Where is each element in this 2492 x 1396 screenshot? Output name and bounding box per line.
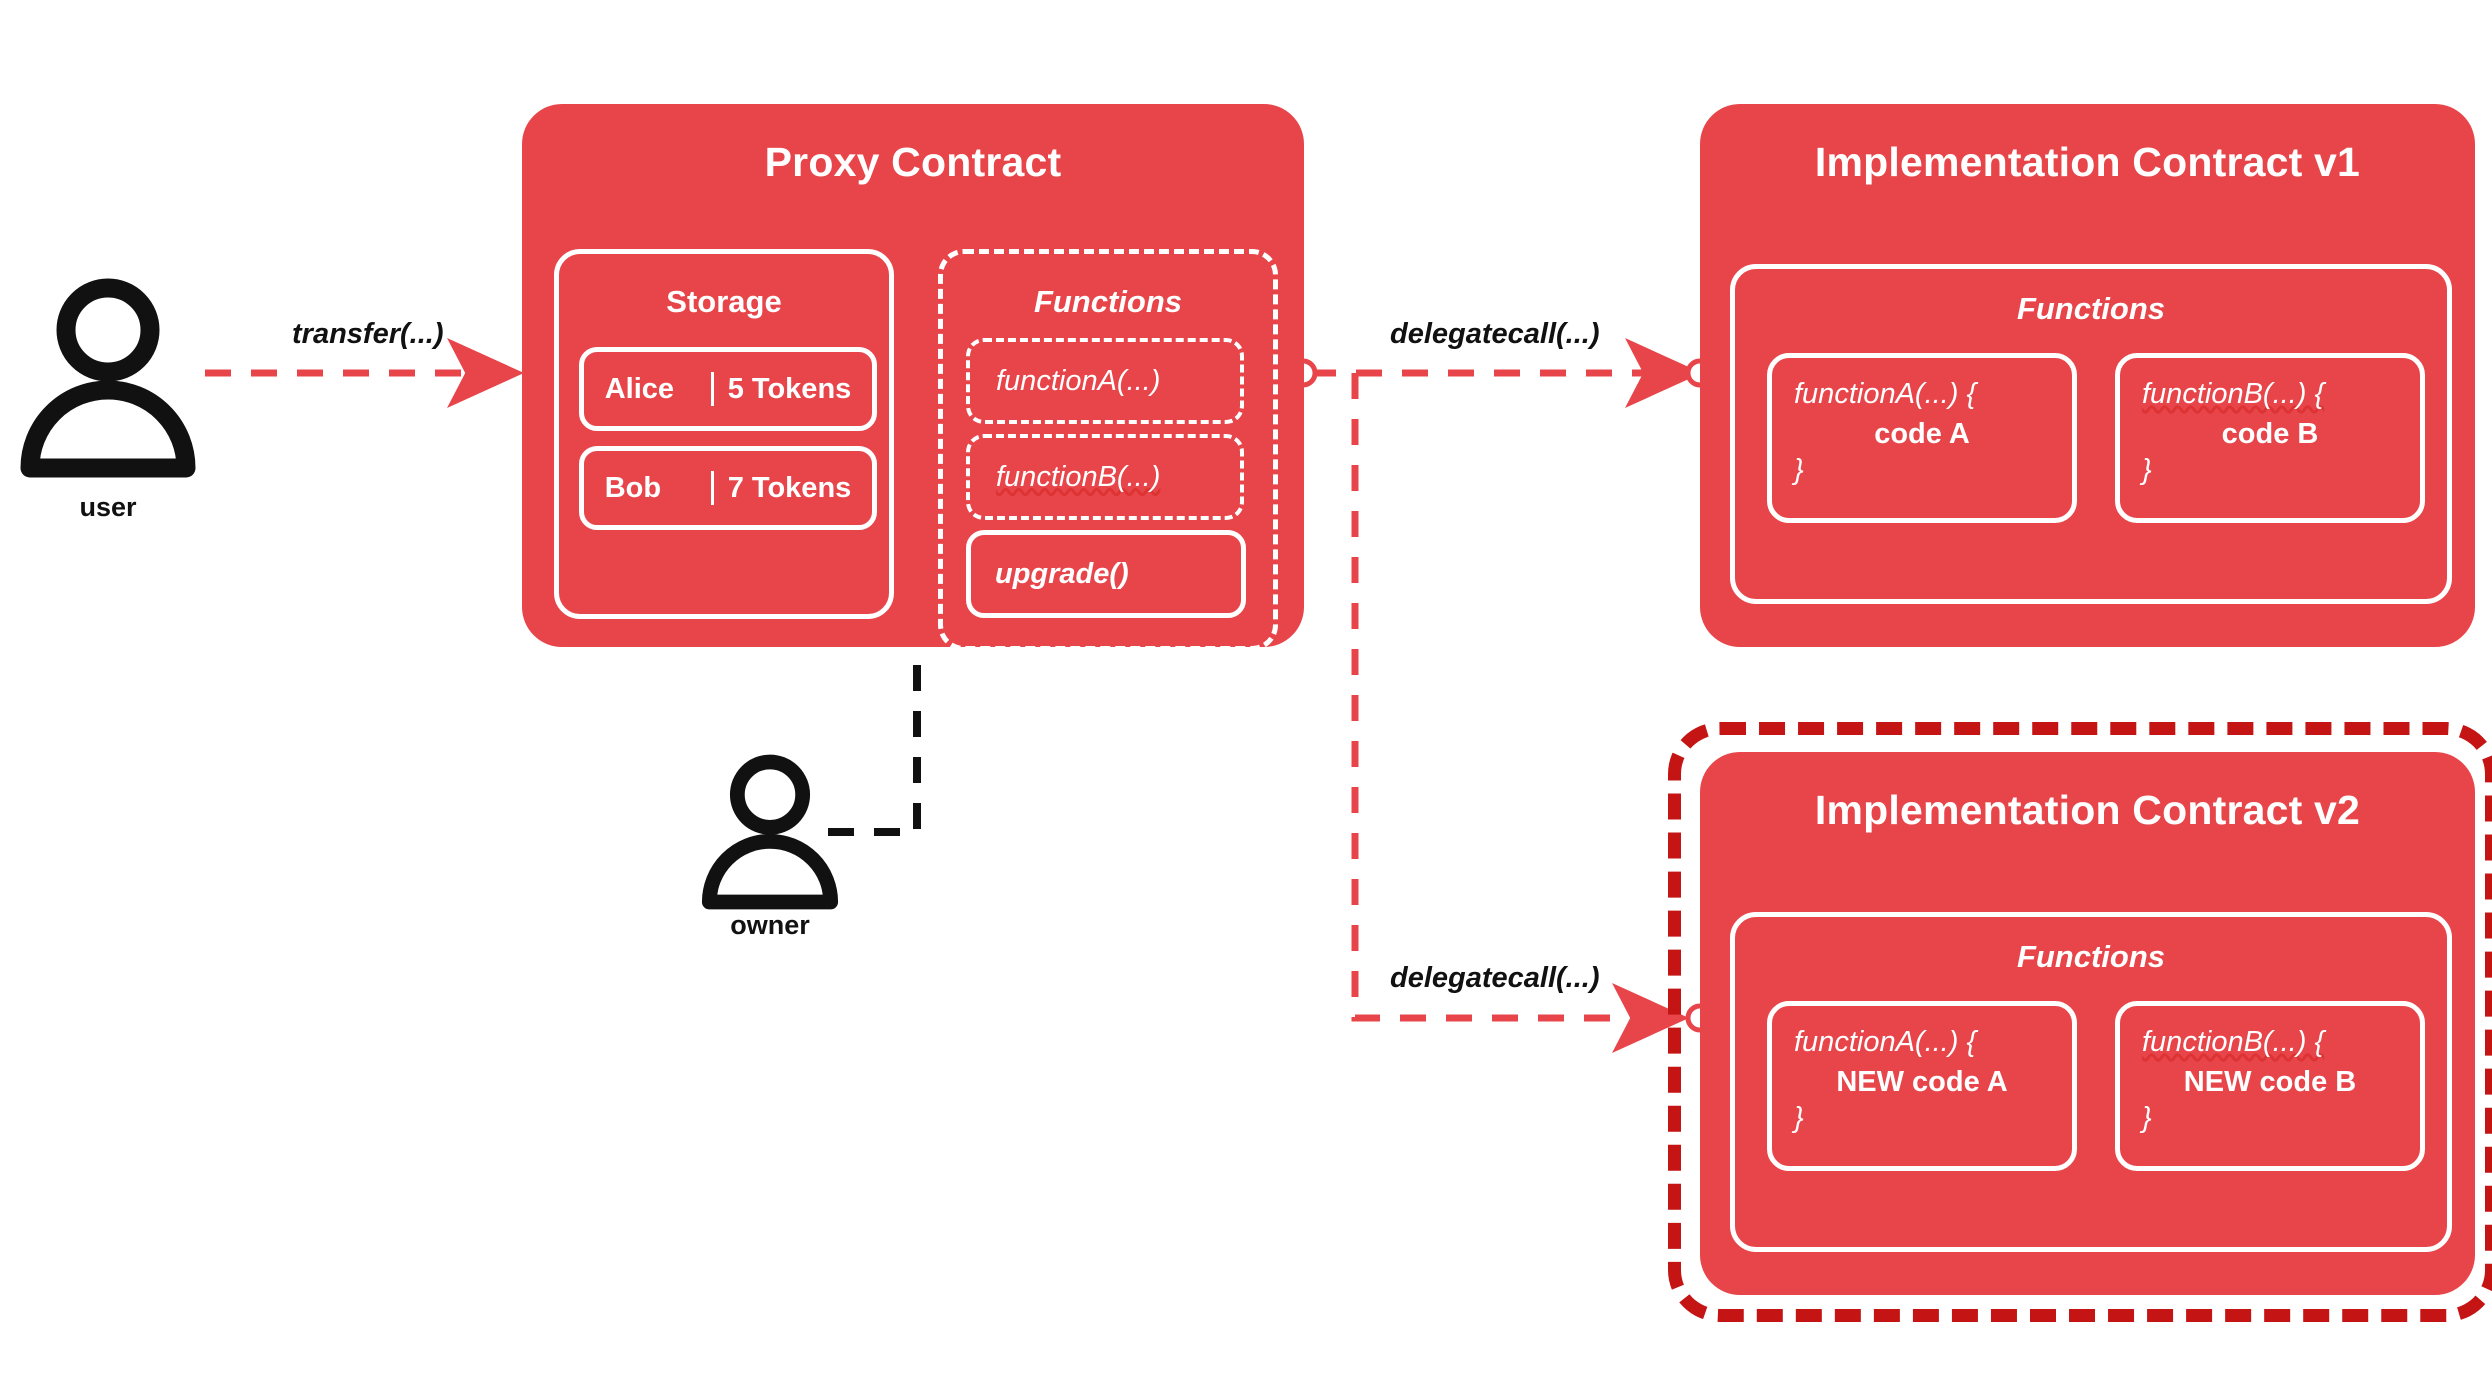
impl-v1-function-b-body: code B	[2221, 418, 2319, 450]
impl-v2-function-a-signature: functionA(...) {	[1794, 1026, 1977, 1058]
actor-user	[18, 278, 198, 483]
implementation-v2-title: Implementation Contract v2	[1814, 787, 2361, 833]
proxy-functions-heading: Functions	[1033, 284, 1183, 319]
impl-v1-function-a-close: }	[1794, 454, 1804, 486]
impl-v1-function-b-signature: functionB(...) {	[2142, 378, 2325, 410]
edge-delegatecall-v2	[1351, 373, 1715, 1053]
implementation-v1[interactable]: Implementation Contract v1 Functions fun…	[1700, 104, 2475, 647]
proxy-contract[interactable]: Proxy Contract Storage Alice 5 Tokens Bo…	[522, 104, 1304, 651]
impl-v1-function-a-body: code A	[1874, 418, 1970, 450]
proxy-function-a-label: functionA(...)	[996, 364, 1161, 397]
storage-row-value: 5 Tokens	[727, 372, 852, 405]
actor-owner-label: owner	[730, 910, 810, 940]
proxy-contract-title: Proxy Contract	[764, 139, 1062, 185]
impl-v1-functions-panel: Functions functionA(...) { code A } func…	[1730, 264, 2452, 604]
impl-v2-function-a-close: }	[1794, 1102, 1804, 1134]
divider	[710, 471, 714, 505]
impl-v2-function-b[interactable]: functionB(...) { NEW code B }	[2115, 1001, 2425, 1171]
proxy-storage-heading: Storage	[666, 284, 782, 319]
impl-v2-function-b-close: }	[2142, 1102, 2152, 1134]
person-icon	[20, 278, 196, 478]
impl-v2-functions-panel: Functions functionA(...) { NEW code A } …	[1730, 912, 2452, 1252]
impl-v1-function-b-close: }	[2142, 454, 2152, 486]
implementation-v1-title: Implementation Contract v1	[1814, 139, 2361, 185]
edge-label-transfer: transfer(...)	[292, 318, 444, 350]
proxy-function-a[interactable]: functionA(...)	[966, 338, 1244, 424]
implementation-v2[interactable]: Implementation Contract v2 Functions fun…	[1700, 752, 2475, 1295]
proxy-storage-panel: Storage Alice 5 Tokens Bob 7 Tokens	[554, 249, 894, 619]
upgrade-function-label: upgrade()	[995, 557, 1129, 590]
implementation-v2-highlight	[1668, 722, 2492, 1322]
storage-row[interactable]: Alice 5 Tokens	[579, 347, 877, 431]
impl-v2-functions-heading: Functions	[2016, 939, 2166, 974]
impl-v2-function-a[interactable]: functionA(...) { NEW code A }	[1767, 1001, 2077, 1171]
impl-v1-function-a[interactable]: functionA(...) { code A }	[1767, 353, 2077, 523]
divider	[710, 372, 714, 406]
impl-v1-function-a-signature: functionA(...) {	[1794, 378, 1977, 410]
proxy-function-b-label: functionB(...)	[996, 460, 1161, 493]
storage-row-name: Bob	[604, 471, 662, 504]
edge-label-delegatecall-v1: delegatecall(...)	[1390, 318, 1600, 350]
storage-row-name: Alice	[604, 372, 675, 405]
impl-v2-function-b-body: NEW code B	[2183, 1066, 2357, 1098]
edge-label-delegatecall-v2: delegatecall(...)	[1390, 962, 1600, 994]
proxy-functions-panel: Functions functionA(...) functionB(...) …	[938, 249, 1278, 651]
impl-v2-function-a-body: NEW code A	[1836, 1066, 2008, 1098]
impl-v2-function-b-signature: functionB(...) {	[2142, 1026, 2325, 1058]
actor-user-label: user	[79, 492, 137, 522]
impl-v1-function-b[interactable]: functionB(...) { code B }	[2115, 353, 2425, 523]
impl-v1-functions-heading: Functions	[2016, 291, 2166, 326]
actor-owner	[700, 752, 840, 917]
storage-row[interactable]: Bob 7 Tokens	[579, 446, 877, 530]
person-icon	[701, 754, 839, 910]
upgrade-function[interactable]: upgrade()	[966, 530, 1246, 618]
proxy-function-b[interactable]: functionB(...)	[966, 434, 1244, 520]
storage-row-value: 7 Tokens	[727, 471, 852, 504]
